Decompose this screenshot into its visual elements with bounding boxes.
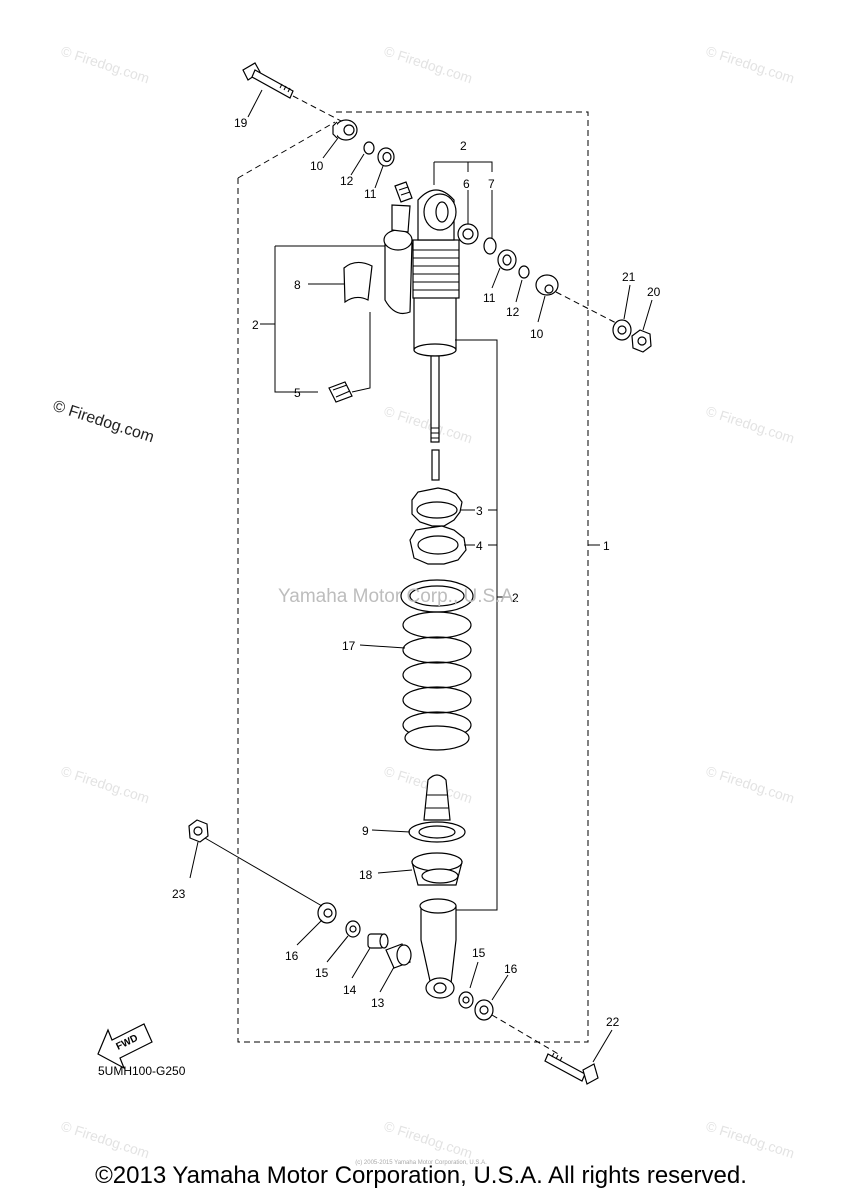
collar-10-top — [332, 119, 358, 141]
callout-13: 13 — [371, 996, 385, 1010]
oring-12-right — [518, 265, 530, 279]
oring-12-top — [363, 141, 375, 155]
callout-18: 18 — [359, 868, 373, 882]
callout-2-left: 2 — [252, 318, 259, 332]
diagram-code: 5UMH100-G250 — [98, 1064, 186, 1078]
callout-3: 3 — [476, 504, 483, 518]
piston-rod — [430, 355, 440, 481]
callout-8: 8 — [294, 278, 301, 292]
callout-12-right: 12 — [506, 305, 520, 319]
nut-23 — [188, 819, 209, 843]
valve-5 — [328, 381, 353, 403]
bolt-19-axis — [292, 95, 344, 123]
watermark-text: © Firedog.com — [59, 43, 151, 87]
assembly-boundary — [237, 111, 589, 1043]
callout-7: 7 — [488, 177, 495, 191]
lock-nut-4 — [409, 525, 467, 565]
tiny-credit-text: (c) 2005-2015 Yamaha Motor Corporation, … — [355, 1160, 487, 1166]
callout-9: 9 — [362, 824, 369, 838]
callout-21: 21 — [622, 270, 636, 284]
callout-6: 6 — [463, 177, 470, 191]
watermark-text: © Firedog.com — [59, 1118, 151, 1162]
washer-21 — [612, 319, 632, 341]
callout-15-right: 15 — [472, 946, 486, 960]
spring-guide-9 — [408, 821, 466, 843]
oring-15-left — [345, 920, 361, 938]
callouts: 19 10 12 11 2 6 7 8 2 5 11 12 10 21 20 3… — [172, 116, 661, 1029]
callout-2-top: 2 — [460, 139, 467, 153]
callout-11-top: 11 — [364, 187, 377, 201]
callout-15-left: 15 — [315, 966, 329, 980]
bolt-19 — [242, 62, 294, 99]
spring-17 — [400, 579, 474, 751]
yamaha-center-watermark: Yamaha Motor Corp., U.S.A. — [278, 586, 518, 607]
watermark-text: © Firedog.com — [704, 763, 796, 807]
watermark-text: © Firedog.com — [382, 1118, 474, 1162]
collar-10-right — [535, 274, 559, 296]
oil-seal-14 — [367, 933, 389, 949]
callout-17: 17 — [342, 639, 356, 653]
callout-10-right: 10 — [530, 327, 544, 341]
bolt-22-axis — [491, 1014, 561, 1056]
callout-2-mid: 2 — [512, 591, 519, 605]
callout-23: 23 — [172, 887, 186, 901]
callout-12-top: 12 — [340, 174, 354, 188]
leader-lines — [189, 89, 653, 1063]
bump-stopper — [423, 774, 451, 821]
oil-seal-11-right — [497, 249, 517, 271]
callout-22: 22 — [606, 1015, 620, 1029]
boundary-diagonal — [237, 121, 336, 179]
callout-4: 4 — [476, 539, 483, 553]
callout-11-right: 11 — [483, 291, 496, 305]
callout-10-top: 10 — [310, 159, 324, 173]
watermark-text: © Firedog.com — [704, 403, 796, 447]
band-8 — [343, 261, 373, 304]
shock-reservoir — [383, 181, 413, 315]
fwd-arrow-icon: FWD — [97, 1023, 153, 1070]
copyright-footer: ©2013 Yamaha Motor Corporation, U.S.A. A… — [95, 1162, 747, 1189]
nut-23-axis — [204, 837, 323, 907]
oring-7 — [483, 237, 497, 255]
bushing-6 — [457, 223, 479, 245]
callout-14: 14 — [343, 983, 357, 997]
oring-15-right — [458, 991, 474, 1009]
collar-16-right — [474, 999, 494, 1021]
bolt-22 — [544, 1052, 599, 1085]
watermark-text: © Firedog.com — [59, 763, 151, 807]
right-axis — [555, 291, 621, 326]
callout-16-left: 16 — [285, 949, 299, 963]
callout-16-right: 16 — [504, 962, 518, 976]
watermark-text: © Firedog.com — [382, 403, 474, 447]
ring-nut-3 — [411, 487, 463, 527]
collar-16-left — [317, 902, 337, 924]
callout-19: 19 — [234, 116, 248, 130]
watermark-text: © Firedog.com — [704, 1118, 796, 1162]
callout-20: 20 — [647, 285, 661, 299]
watermark-text: © Firedog.com — [382, 43, 474, 87]
shock-body — [412, 189, 460, 357]
spring-guide-18 — [411, 852, 463, 886]
nut-20 — [631, 329, 652, 353]
watermark-text: © Firedog.com — [704, 43, 796, 87]
oil-seal-11-top — [377, 147, 395, 167]
callout-5: 5 — [294, 386, 301, 400]
firedog-watermark-dark: © Firedog.com — [51, 398, 156, 447]
lower-clevis — [419, 898, 457, 999]
bearing-13 — [385, 943, 412, 969]
callout-1: 1 — [603, 539, 610, 553]
